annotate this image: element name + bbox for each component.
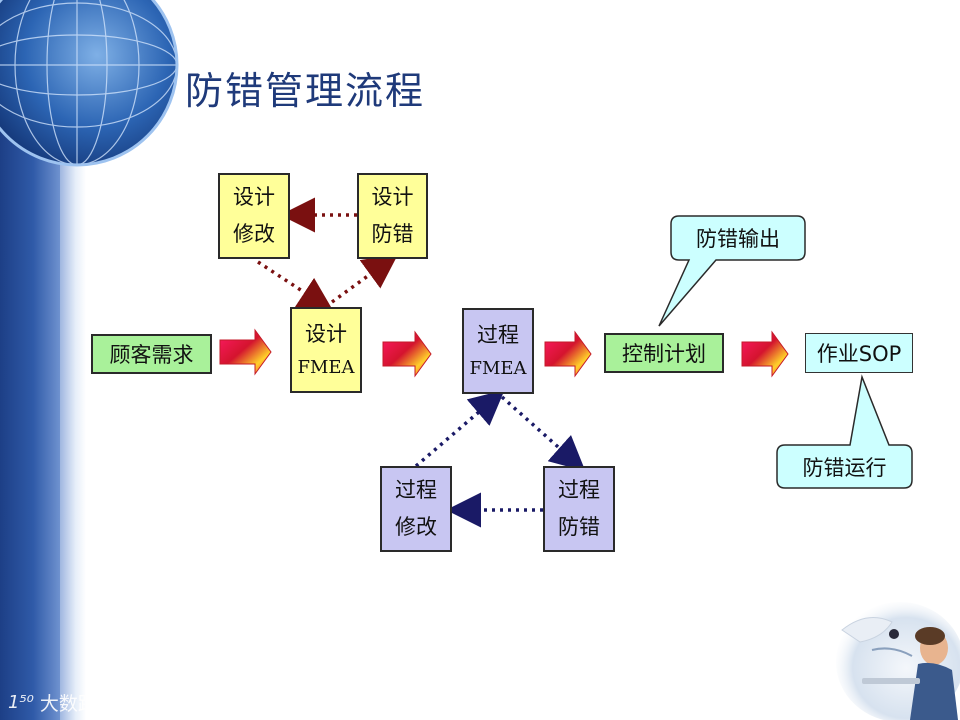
- process-fmea-line1: 过程: [477, 322, 519, 347]
- design-modify-line2: 修改: [233, 222, 275, 246]
- callout-errorproof-run-label: 防错运行: [802, 455, 887, 480]
- design-fmea-line1: 设计: [305, 321, 347, 346]
- arrow-design-fmea-to-errorproof: [330, 253, 399, 304]
- callout-errorproof-run: [776, 374, 913, 489]
- design-errorproof-box: 设计 防错: [357, 173, 428, 259]
- big-arrow-2: [382, 330, 432, 378]
- big-arrow-4: [741, 330, 789, 378]
- process-modify-line1: 过程: [395, 478, 437, 502]
- arrow-design-modify-to-fmea: [257, 260, 334, 312]
- watermark-logo: 1⁵⁰: [8, 692, 34, 713]
- work-sop-box: 作业SOP: [805, 333, 913, 373]
- process-modify-line2: 修改: [395, 515, 437, 539]
- customer-demand-box: 顾客需求: [91, 334, 212, 374]
- process-modify-box: 过程 修改: [380, 466, 452, 552]
- design-errorproof-line2: 防错: [371, 222, 414, 246]
- control-plan-box: 控制计划: [604, 333, 724, 373]
- process-errorproof-line2: 防错: [558, 515, 600, 539]
- process-errorproof-box: 过程 防错: [543, 466, 615, 552]
- customer-demand-label: 顾客需求: [109, 343, 194, 367]
- control-plan-label: 控制计划: [622, 342, 706, 366]
- big-arrow-1: [219, 328, 272, 376]
- globe-icon: [0, 0, 182, 170]
- design-fmea-line2: FMEA: [297, 356, 355, 378]
- process-fmea-box: 过程 FMEA: [462, 308, 534, 394]
- callout-errorproof-output: [658, 215, 806, 327]
- big-arrow-3: [544, 330, 592, 378]
- arrow-process-fmea-to-errorproof: [500, 395, 586, 472]
- callout-errorproof-output-label: 防错输出: [696, 227, 780, 251]
- design-fmea-box: 设计 FMEA: [290, 307, 362, 393]
- process-errorproof-line1: 过程: [558, 478, 600, 502]
- page-title: 防错管理流程: [185, 69, 426, 113]
- business-people-photo: [822, 590, 960, 720]
- arrow-process-modify-to-fmea: [414, 389, 505, 468]
- work-sop-label: 作业SOP: [816, 342, 902, 366]
- watermark-text: 大数跨境: [39, 693, 116, 715]
- design-modify-line1: 设计: [233, 185, 275, 209]
- watermark: 1⁵⁰ 大数跨境: [8, 689, 116, 716]
- design-modify-box: 设计 修改: [218, 173, 290, 259]
- design-errorproof-line1: 设计: [371, 185, 414, 209]
- process-fmea-line2: FMEA: [469, 357, 527, 379]
